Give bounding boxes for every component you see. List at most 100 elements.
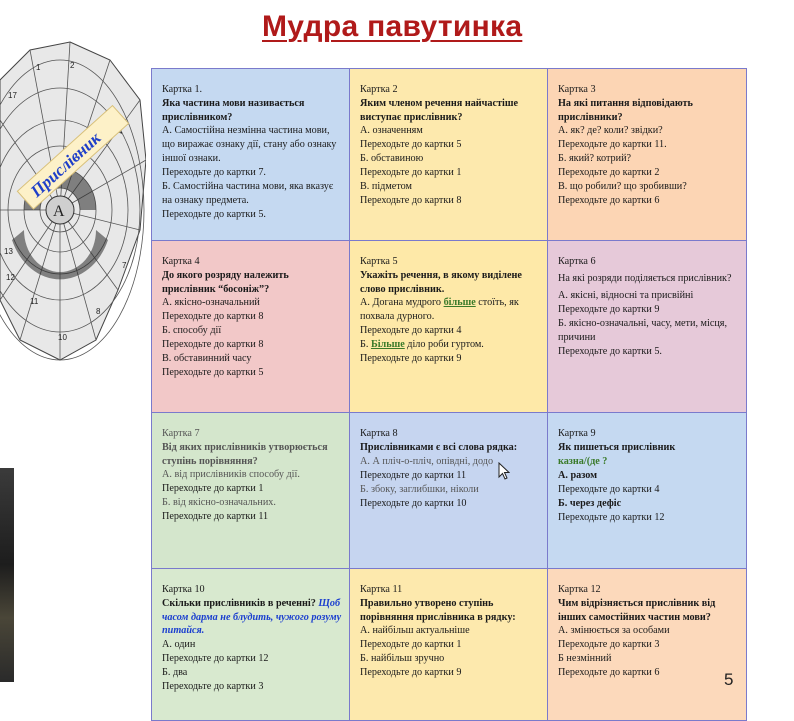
svg-text:10: 10 — [58, 333, 67, 342]
card-question: Яка частина мови називається прислівнико… — [162, 98, 305, 123]
card-caption: Картка 8 — [360, 428, 398, 439]
card-5: Картка 5 Укажіть речення, в якому виділе… — [350, 241, 548, 413]
card-8: Картка 8 Прислівниками є всі слова рядка… — [350, 413, 548, 569]
card-answer: Б незмінний — [558, 653, 612, 664]
web-center-letter: А — [53, 203, 65, 220]
card-answer: А. Самостійна незмінна частина мови, що … — [162, 125, 337, 164]
card-goto: Переходьте до картки 3 — [162, 680, 264, 692]
card-goto: Переходьте до картки 9 — [558, 304, 660, 315]
card-question: Прислівниками є всі слова рядка: — [360, 442, 518, 453]
svg-text:7: 7 — [122, 261, 127, 270]
web-cell-numbers: 17 1 2 4 7 8 10 11 12 13 — [4, 61, 127, 342]
card-answer: Б. Більше діло роби гуртом. — [360, 339, 484, 350]
card-answer: А. разом — [558, 469, 598, 481]
highlighted-word: більше — [443, 297, 476, 308]
card-caption: Картка 3 — [558, 84, 596, 95]
svg-text:1: 1 — [36, 63, 41, 72]
card-answer: Б. два — [162, 666, 188, 678]
card-12: Картка 12 Чим відрізняється прислівник в… — [548, 569, 747, 721]
web-background: А — [0, 41, 146, 361]
card-10: Картка 10 Скільки прислівників в реченні… — [152, 569, 350, 721]
card-caption: Картка 5 — [360, 256, 398, 267]
card-caption: Картка 1. — [162, 84, 203, 95]
card-9: Картка 9 Як пишеться прислівник казна/(д… — [548, 413, 747, 569]
card-goto: Переходьте до картки 10 — [360, 497, 467, 509]
card-6: Картка 6 На які розряди поділяється прис… — [548, 241, 747, 413]
card-answer: Б. Самостійна частина мови, яка вказує н… — [162, 181, 334, 206]
card-caption: Картка 4 — [162, 256, 200, 267]
card-question: Укажіть речення, в якому виділене слово … — [360, 270, 522, 295]
card-answer: А. найбільш актуальніше — [360, 625, 470, 636]
card-question: На які питання відповідають прислівники? — [558, 98, 693, 123]
svg-text:17: 17 — [8, 91, 17, 100]
card-answer: А. один — [162, 638, 196, 650]
card-answer: А. якісні, відносні та присвійні — [558, 290, 694, 301]
page-number: 5 — [724, 670, 734, 689]
card-caption: Картка 2 — [360, 84, 398, 95]
card-goto: Переходьте до картки 9 — [360, 353, 462, 364]
card-goto: Переходьте до картки 1 — [360, 639, 462, 650]
side-photo-strip — [0, 468, 14, 682]
card-answer: В. що робили? що зробивши? — [558, 181, 687, 192]
svg-text:13: 13 — [4, 247, 13, 256]
card-goto: Переходьте до картки 11 — [162, 511, 269, 522]
card-goto: Переходьте до картки 6 — [558, 195, 660, 206]
card-question: Правильно утворено ступінь порівняння пр… — [360, 598, 516, 623]
card-goto: Переходьте до картки 8 — [162, 311, 264, 322]
card-question: Від яких прислівників утворюється ступін… — [162, 442, 328, 467]
card-caption: Картка 11 — [360, 584, 403, 595]
card-goto: Переходьте до картки 5. — [162, 209, 266, 220]
card-answer: В. обставинний часу — [162, 353, 252, 364]
card-caption: Картка 6 — [558, 256, 596, 267]
card-caption: Картка 12 — [558, 584, 601, 595]
svg-text:12: 12 — [6, 273, 15, 282]
card-question: На які розряди поділяється прислівник? — [558, 273, 732, 284]
card-question: Чим відрізняється прислівник від інших с… — [558, 598, 716, 623]
card-goto: Переходьте до картки 8 — [360, 195, 462, 206]
card-answer: А. А пліч-о-пліч, опівдні, додо — [360, 455, 494, 467]
card-answer: А. як? де? коли? звідки? — [558, 125, 663, 136]
card-highlight-word: казна/(де ? — [558, 455, 608, 467]
card-goto: Переходьте до картки 9 — [360, 667, 462, 678]
card-answer: Б. який? котрий? — [558, 153, 632, 164]
svg-text:11: 11 — [30, 297, 39, 306]
card-caption: Картка 9 — [558, 428, 596, 439]
card-2: Картка 2 Яким членом речення найчастіше … — [350, 69, 548, 241]
card-question: До якого розряду належить прислівник “бо… — [162, 270, 289, 295]
card-3: Картка 3 На які питання відповідають при… — [548, 69, 747, 241]
svg-text:4: 4 — [118, 127, 123, 136]
card-answer: Б. способу дії — [162, 325, 222, 336]
card-answer: Б. збоку, заглибшки, ніколи — [360, 483, 479, 495]
card-answer: Б. найбільш зручно — [360, 653, 445, 664]
card-4: Картка 4 До якого розряду належить присл… — [152, 241, 350, 413]
svg-text:8: 8 — [96, 307, 101, 316]
card-answer: А. змінюється за особами — [558, 625, 670, 636]
card-goto: Переходьте до картки 8 — [162, 339, 264, 350]
card-answer: А. Догана мудрого більше стоїть, як похв… — [360, 297, 519, 322]
card-11: Картка 11 Правильно утворено ступінь пор… — [350, 569, 548, 721]
card-caption: Картка 10 — [162, 584, 205, 595]
spider-web-illustration: А 17 1 2 4 7 8 10 11 12 13 Прислівник — [0, 41, 146, 361]
card-question: Яким членом речення найчастіше виступає … — [360, 98, 518, 123]
card-goto: Переходьте до картки 7. — [162, 167, 266, 178]
card-goto: Переходьте до картки 3 — [558, 639, 660, 650]
card-goto: Переходьте до картки 6 — [558, 667, 660, 678]
card-answer: Б. якісно-означальні, часу, мети, місця,… — [558, 318, 728, 343]
card-goto: Переходьте до картки 5. — [558, 346, 662, 357]
card-question: Як пишеться прислівник — [558, 442, 676, 453]
card-answer: А. від прислівників способу дії. — [162, 469, 300, 480]
card-goto: Переходьте до картки 1 — [360, 167, 462, 178]
card-goto: Переходьте до картки 11. — [558, 139, 667, 150]
card-goto: Переходьте до картки 4 — [360, 325, 462, 336]
card-answer: А. якісно-означальний — [162, 297, 260, 308]
card-answer: Б. обставиною — [360, 153, 424, 164]
card-answer: В. підметом — [360, 181, 412, 192]
card-goto: Переходьте до картки 11 — [360, 469, 467, 481]
page-title: Мудра павутинка — [262, 10, 523, 43]
card-answer: Б. від якісно-означальних. — [162, 497, 276, 508]
highlighted-word: Більше — [370, 339, 405, 350]
card-grid: Картка 1. Яка частина мови називається п… — [151, 68, 747, 721]
card-goto: Переходьте до картки 4 — [558, 483, 660, 495]
card-goto: Переходьте до картки 12 — [162, 652, 269, 664]
svg-text:2: 2 — [70, 61, 75, 70]
